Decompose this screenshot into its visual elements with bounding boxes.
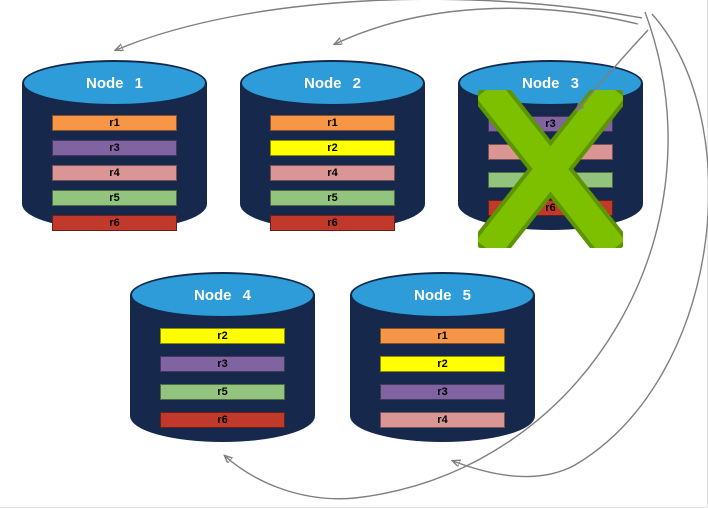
- replica-label: r3: [437, 386, 448, 398]
- node-1: Node 1 r1 r3 r4 r5 r6: [22, 60, 207, 231]
- replica-label: r1: [109, 117, 120, 129]
- replica-label: r6: [109, 217, 120, 229]
- replica-bar-r2: r2: [380, 356, 505, 372]
- replica-label: r3: [217, 358, 228, 370]
- arrow-node3-to-node1: [116, 0, 643, 50]
- replica-bar-r5: r5: [488, 172, 613, 188]
- node-2-label: Node 2: [303, 74, 361, 92]
- node-1-label: Node 1: [85, 74, 143, 92]
- node-1-header: Node 1: [22, 60, 207, 106]
- arrow-node3-to-node2: [335, 7, 639, 44]
- replica-bar-r4: r4: [488, 144, 613, 160]
- replica-bar-r3: r3: [52, 140, 177, 156]
- replica-label: r1: [437, 330, 448, 342]
- replica-bar-r6: r6: [270, 215, 395, 231]
- replica-label: r6: [217, 414, 228, 426]
- replica-label: r3: [109, 142, 120, 154]
- node-5-header: Node 5: [350, 272, 535, 318]
- replica-label: r5: [109, 192, 120, 204]
- replica-label: r6: [327, 217, 338, 229]
- replica-label: r2: [217, 330, 228, 342]
- node-3-replica-list: r3 r4 r5 r6: [488, 116, 613, 216]
- replica-label: r4: [327, 167, 338, 179]
- node-1-replica-list: r1 r3 r4 r5 r6: [52, 115, 177, 231]
- replica-label: r2: [327, 142, 338, 154]
- replica-bar-r6: r6: [488, 200, 613, 216]
- node-5: Node 5 r1 r2 r3 r4: [350, 272, 535, 442]
- replica-bar-r5: r5: [160, 384, 285, 400]
- replica-label: r5: [545, 174, 556, 186]
- node-4-header: Node 4: [130, 272, 315, 318]
- node-3-header: Node 3: [458, 60, 643, 106]
- node-2: Node 2 r1 r2 r4 r5 r6: [240, 60, 425, 231]
- replica-label: r6: [545, 202, 556, 214]
- replica-bar-r2: r2: [270, 140, 395, 156]
- replica-bar-r3: r3: [380, 384, 505, 400]
- replica-bar-r2: r2: [160, 328, 285, 344]
- replica-label: r5: [327, 192, 338, 204]
- replica-bar-r4: r4: [380, 412, 505, 428]
- replica-bar-r5: r5: [52, 190, 177, 206]
- replica-bar-r1: r1: [270, 115, 395, 131]
- node-5-label: Node 5: [413, 286, 471, 304]
- replica-bar-r6: r6: [52, 215, 177, 231]
- node-4-replica-list: r2 r3 r5 r6: [160, 328, 285, 428]
- replica-label: r4: [545, 146, 556, 158]
- replica-bar-r5: r5: [270, 190, 395, 206]
- replica-bar-r3: r3: [488, 116, 613, 132]
- node-2-header: Node 2: [240, 60, 425, 106]
- replica-label: r4: [109, 167, 120, 179]
- replica-bar-r4: r4: [52, 165, 177, 181]
- node-3: Node 3 r3 r4 r5 r6: [458, 60, 643, 230]
- node-3-label: Node 3: [521, 74, 579, 92]
- replica-bar-r6: r6: [160, 412, 285, 428]
- replica-label: r1: [327, 117, 338, 129]
- node-4: Node 4 r2 r3 r5 r6: [130, 272, 315, 442]
- replica-label: r2: [437, 358, 448, 370]
- replica-bar-r4: r4: [270, 165, 395, 181]
- replica-label: r4: [437, 414, 448, 426]
- node-4-label: Node 4: [193, 286, 251, 304]
- replica-bar-r3: r3: [160, 356, 285, 372]
- node-2-replica-list: r1 r2 r4 r5 r6: [270, 115, 395, 231]
- replica-bar-r1: r1: [52, 115, 177, 131]
- node-5-replica-list: r1 r2 r3 r4: [380, 328, 505, 428]
- replica-label: r3: [545, 118, 556, 130]
- replica-label: r5: [217, 386, 228, 398]
- replica-bar-r1: r1: [380, 328, 505, 344]
